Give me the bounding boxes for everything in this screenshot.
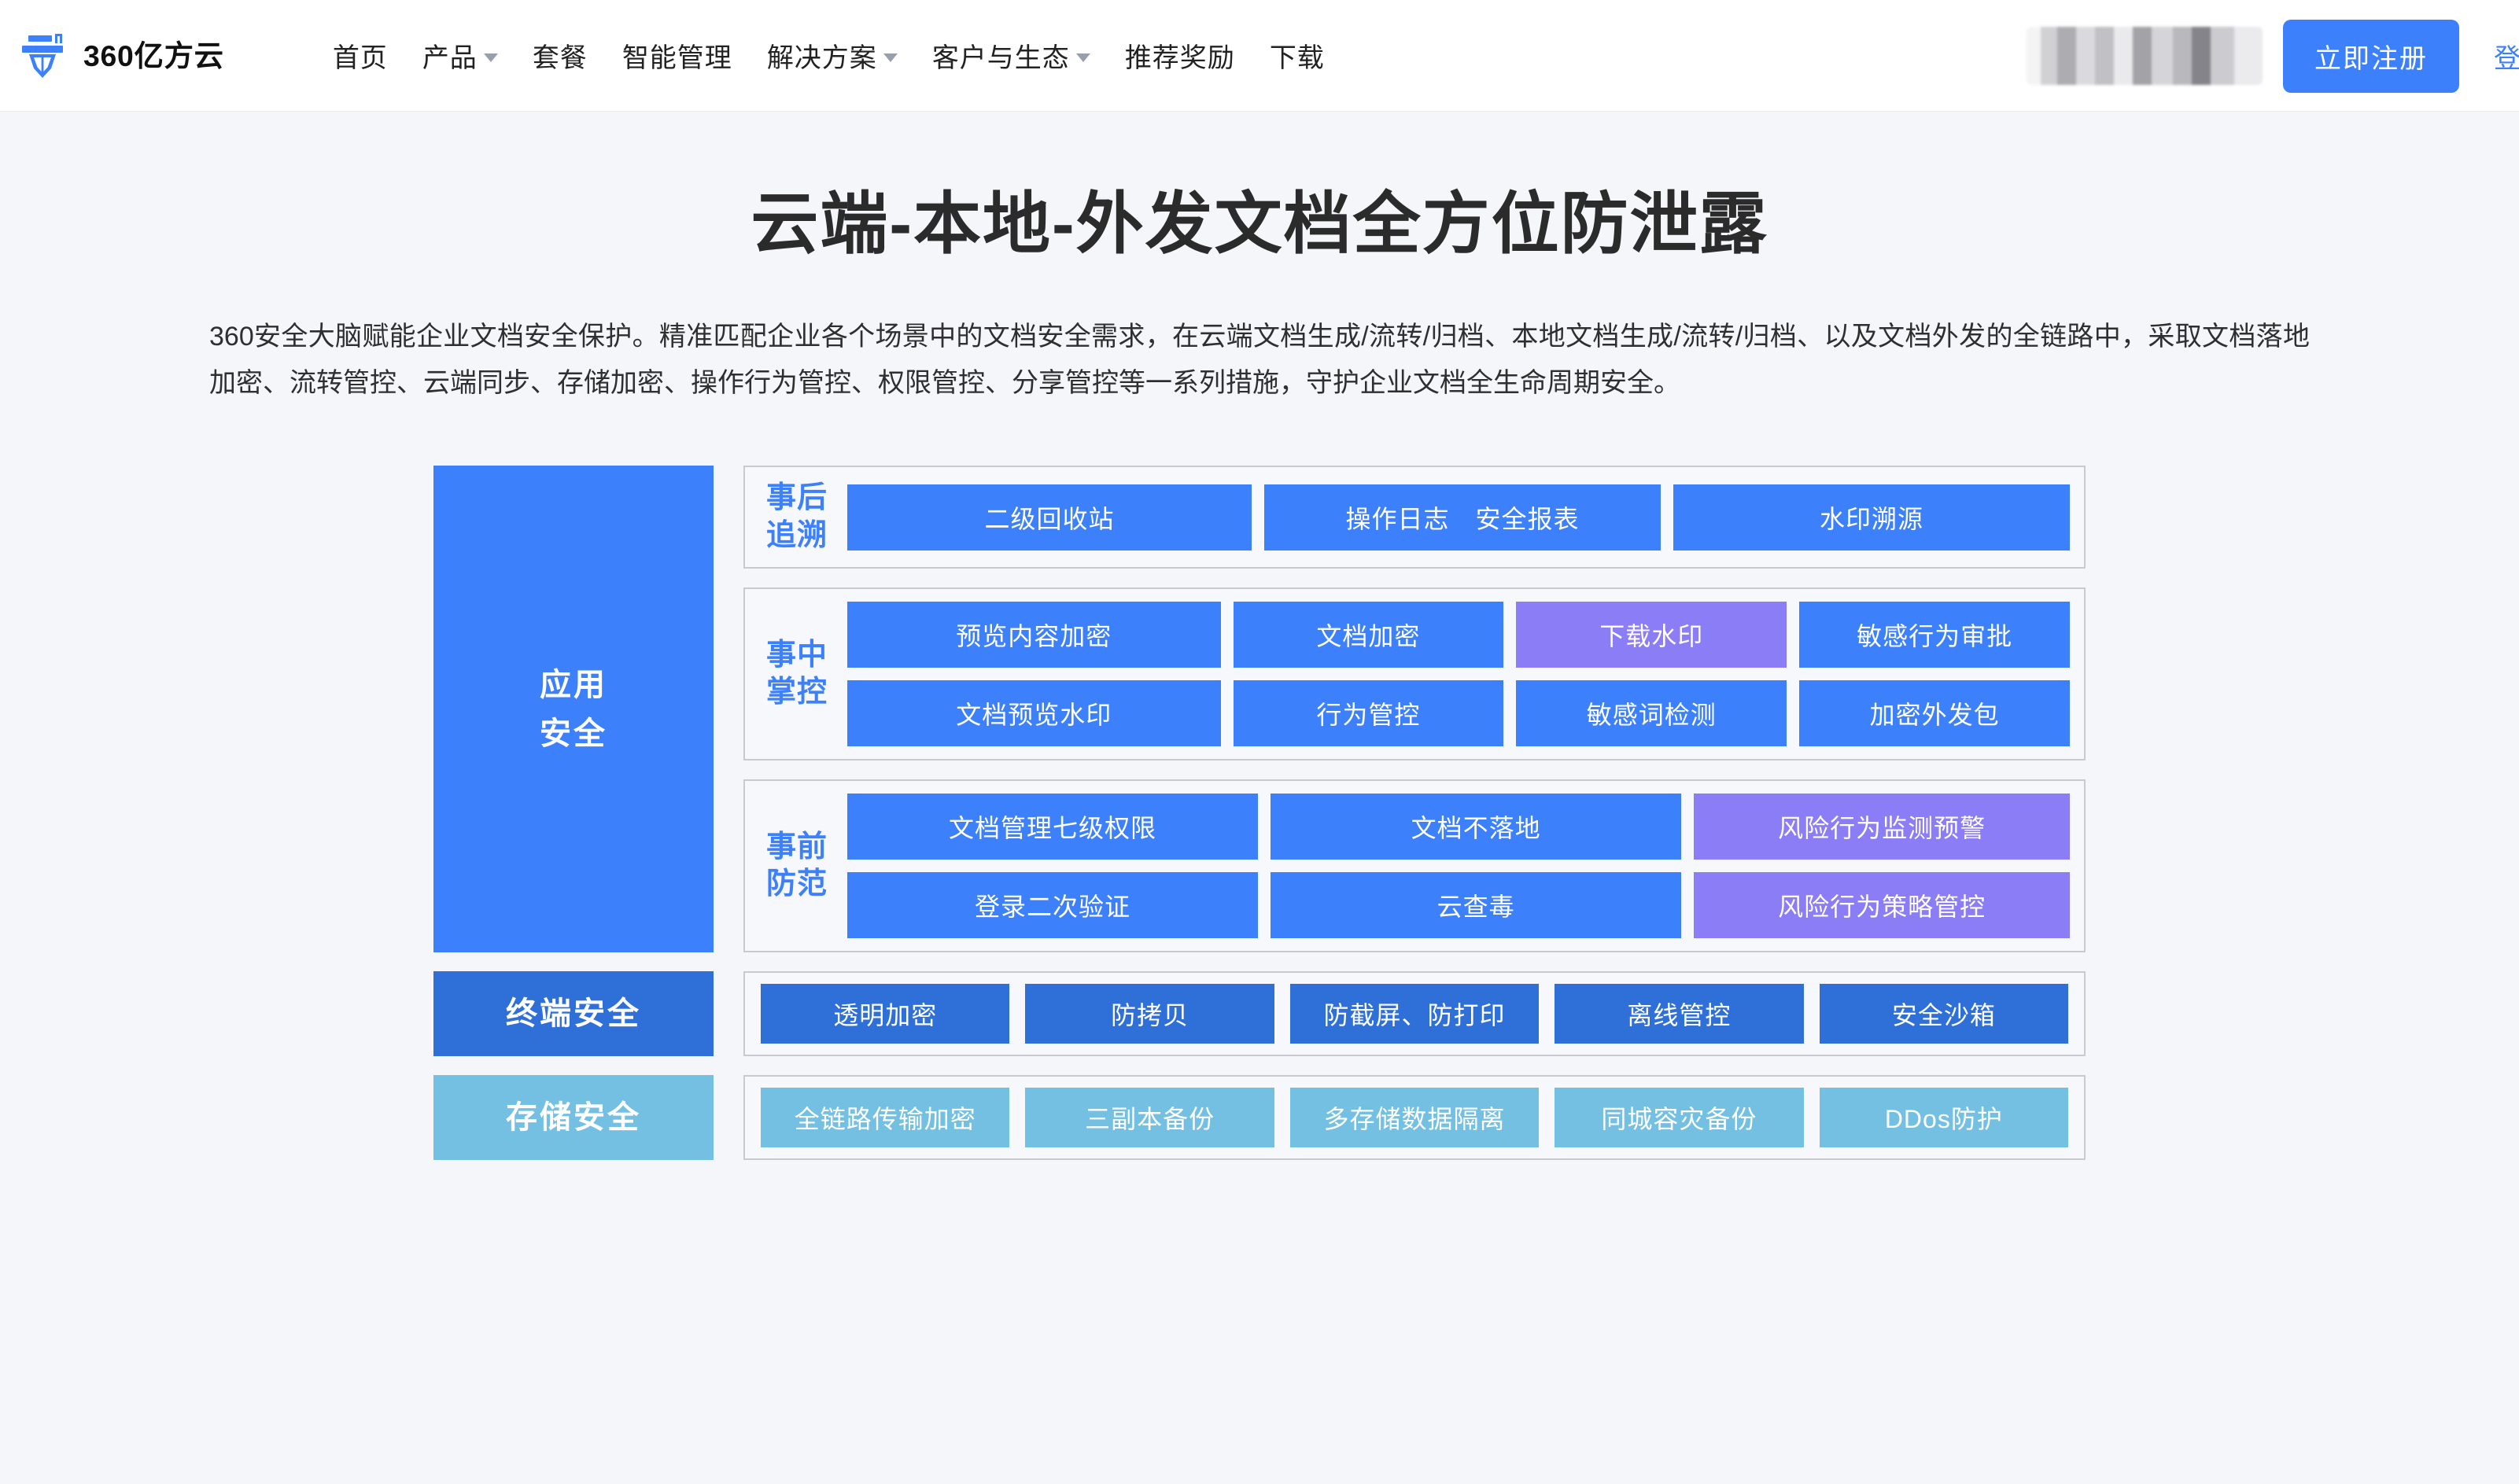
chevron-down-icon [1075, 53, 1090, 62]
feature-tile[interactable]: DDos防护 [1819, 1088, 2069, 1148]
logo[interactable]: 360亿方云 [19, 31, 259, 80]
site-header: 360亿方云 首页 产品 套餐 智能管理 解决方案 客户与生态 推荐奖励 下载 [0, 0, 2519, 112]
feature-tile[interactable]: 风险行为策略管控 [1694, 872, 2070, 939]
label-line-2: 掌控 [765, 676, 828, 709]
feature-tile[interactable]: 透明加密 [761, 984, 1010, 1044]
feature-tile[interactable]: 同城容灾备份 [1555, 1088, 1804, 1148]
storage-security-row: 存储安全 全链路传输加密 三副本备份 多存储数据隔离 同城容灾备份 DDos防护 [433, 1075, 2086, 1161]
logo-wordmark: 360亿方云 [83, 39, 224, 72]
page-title: 云端-本地-外发文档全方位防泄露 [751, 186, 1768, 262]
feature-tile[interactable]: 风险行为监测预警 [1694, 794, 2070, 860]
nav-label: 解决方案 [766, 43, 877, 73]
feature-tile[interactable]: 文档不落地 [1271, 794, 1682, 860]
feature-tile[interactable]: 文档管理七级权限 [847, 794, 1259, 860]
redacted-account-region [2027, 27, 2263, 85]
feature-tile[interactable]: 云查毒 [1271, 872, 1682, 939]
feature-tile[interactable]: 安全沙箱 [1819, 984, 2069, 1044]
group-pre-incident-prevention: 事前 防范 文档管理七级权限 文档不落地 风险行为监测预警 登录二次验证 云查毒… [743, 779, 2086, 953]
nav-item-products[interactable]: 产品 [405, 0, 515, 112]
terminal-security-label: 终端安全 [433, 971, 714, 1057]
group-grid: 文档管理七级权限 文档不落地 风险行为监测预警 登录二次验证 云查毒 风险行为策… [847, 794, 2070, 939]
terminal-security-row: 终端安全 透明加密 防拷贝 防截屏、防打印 离线管控 安全沙箱 [433, 971, 2086, 1057]
nav-label: 推荐奖励 [1124, 43, 1235, 73]
application-security-groups: 事后 追溯 二级回收站 操作日志 安全报表 水印溯源 事中 掌控 [743, 466, 2086, 953]
grid-row: 文档预览水印 行为管控 敏感词检测 加密外发包 [847, 680, 2070, 747]
application-security-row: 应用 安全 事后 追溯 二级回收站 操作日志 安全报表 水印溯源 [433, 466, 2086, 953]
page-description: 360安全大脑赋能企业文档安全保护。精准匹配企业各个场景中的文档安全需求，在云端… [209, 322, 2310, 398]
nav-item-smart-management[interactable]: 智能管理 [605, 0, 750, 112]
feature-tile[interactable]: 加密外发包 [1799, 680, 2070, 747]
main-navigation: 首页 产品 套餐 智能管理 解决方案 客户与生态 推荐奖励 下载 [315, 0, 1342, 112]
terminal-security-items: 透明加密 防拷贝 防截屏、防打印 离线管控 安全沙箱 [743, 971, 2086, 1057]
nav-label: 首页 [332, 43, 388, 73]
feature-tile[interactable]: 行为管控 [1233, 680, 1504, 747]
nav-item-download[interactable]: 下载 [1252, 0, 1342, 112]
application-security-label: 应用 安全 [433, 466, 714, 953]
feature-tile[interactable]: 三副本备份 [1025, 1088, 1274, 1148]
storage-security-items: 全链路传输加密 三副本备份 多存储数据隔离 同城容灾备份 DDos防护 [743, 1075, 2086, 1161]
chevron-down-icon [883, 53, 898, 62]
feature-tile[interactable]: 操作日志 安全报表 [1264, 484, 1662, 551]
feature-tile[interactable]: 敏感词检测 [1516, 680, 1787, 747]
register-button[interactable]: 立即注册 [2283, 19, 2459, 93]
label-line-1: 事后 [765, 481, 828, 515]
feature-tile[interactable]: 水印溯源 [1673, 484, 2070, 551]
grid-row: 登录二次验证 云查毒 风险行为策略管控 [847, 872, 2070, 939]
nav-item-referral-rewards[interactable]: 推荐奖励 [1108, 0, 1252, 112]
hero-section: 云端-本地-外发文档全方位防泄露 360安全大脑赋能企业文档安全保护。精准匹配企… [0, 112, 2519, 406]
nav-item-customers-ecosystem[interactable]: 客户与生态 [915, 0, 1108, 112]
grid-row: 二级回收站 操作日志 安全报表 水印溯源 [847, 484, 2070, 551]
group-in-process-control: 事中 掌控 预览内容加密 文档加密 下载水印 敏感行为审批 文档预览水印 行为管… [743, 587, 2086, 761]
feature-tile[interactable]: 登录二次验证 [847, 872, 1259, 939]
storage-security-label: 存储安全 [433, 1075, 714, 1161]
nav-label: 智能管理 [621, 43, 732, 73]
header-actions: 立即注册 登录 [2027, 0, 2519, 112]
nav-label: 套餐 [532, 43, 588, 73]
label-line-1: 事中 [765, 638, 828, 672]
login-link[interactable]: 登录 [2494, 43, 2519, 74]
feature-tile[interactable]: 二级回收站 [847, 484, 1252, 551]
feature-tile[interactable]: 预览内容加密 [847, 602, 1221, 668]
feature-tile[interactable]: 敏感行为审批 [1799, 602, 2070, 668]
feature-tile[interactable]: 文档预览水印 [847, 680, 1221, 747]
feature-tile[interactable]: 防拷贝 [1025, 984, 1274, 1044]
feature-tile[interactable]: 文档加密 [1233, 602, 1504, 668]
grid-row: 预览内容加密 文档加密 下载水印 敏感行为审批 [847, 602, 2070, 668]
feature-tile[interactable]: 全链路传输加密 [761, 1088, 1010, 1148]
nav-item-solutions[interactable]: 解决方案 [750, 0, 915, 112]
label-line-2: 防范 [765, 867, 828, 901]
nav-item-packages[interactable]: 套餐 [515, 0, 605, 112]
label-line-1: 事前 [765, 830, 828, 864]
label-line-1: 应用 [540, 667, 607, 702]
feature-tile[interactable]: 下载水印 [1516, 602, 1787, 668]
360-yifangyun-shield-logo-icon [22, 33, 63, 78]
label-line-2: 安全 [540, 716, 607, 751]
feature-tile[interactable]: 多存储数据隔离 [1289, 1088, 1540, 1148]
group-grid: 二级回收站 操作日志 安全报表 水印溯源 [847, 484, 2070, 551]
grid-row: 文档管理七级权限 文档不落地 风险行为监测预警 [847, 794, 2070, 860]
group-label: 事中 掌控 [759, 637, 835, 712]
nav-label: 下载 [1269, 43, 1325, 73]
nav-label: 客户与生态 [931, 43, 1070, 73]
svg-text:360亿方云: 360亿方云 [83, 39, 224, 72]
security-architecture-diagram: 应用 安全 事后 追溯 二级回收站 操作日志 安全报表 水印溯源 [433, 466, 2086, 1161]
group-post-incident-tracing: 事后 追溯 二级回收站 操作日志 安全报表 水印溯源 [743, 466, 2086, 569]
feature-tile[interactable]: 离线管控 [1555, 984, 1804, 1044]
group-label: 事前 防范 [759, 829, 835, 904]
feature-tile[interactable]: 防截屏、防打印 [1289, 984, 1540, 1044]
group-grid: 预览内容加密 文档加密 下载水印 敏感行为审批 文档预览水印 行为管控 敏感词检… [847, 602, 2070, 747]
chevron-down-icon [483, 53, 498, 62]
label-line-2: 追溯 [765, 518, 828, 552]
nav-item-home[interactable]: 首页 [315, 0, 405, 112]
nav-label: 产品 [422, 43, 478, 73]
group-label: 事后 追溯 [759, 480, 835, 554]
